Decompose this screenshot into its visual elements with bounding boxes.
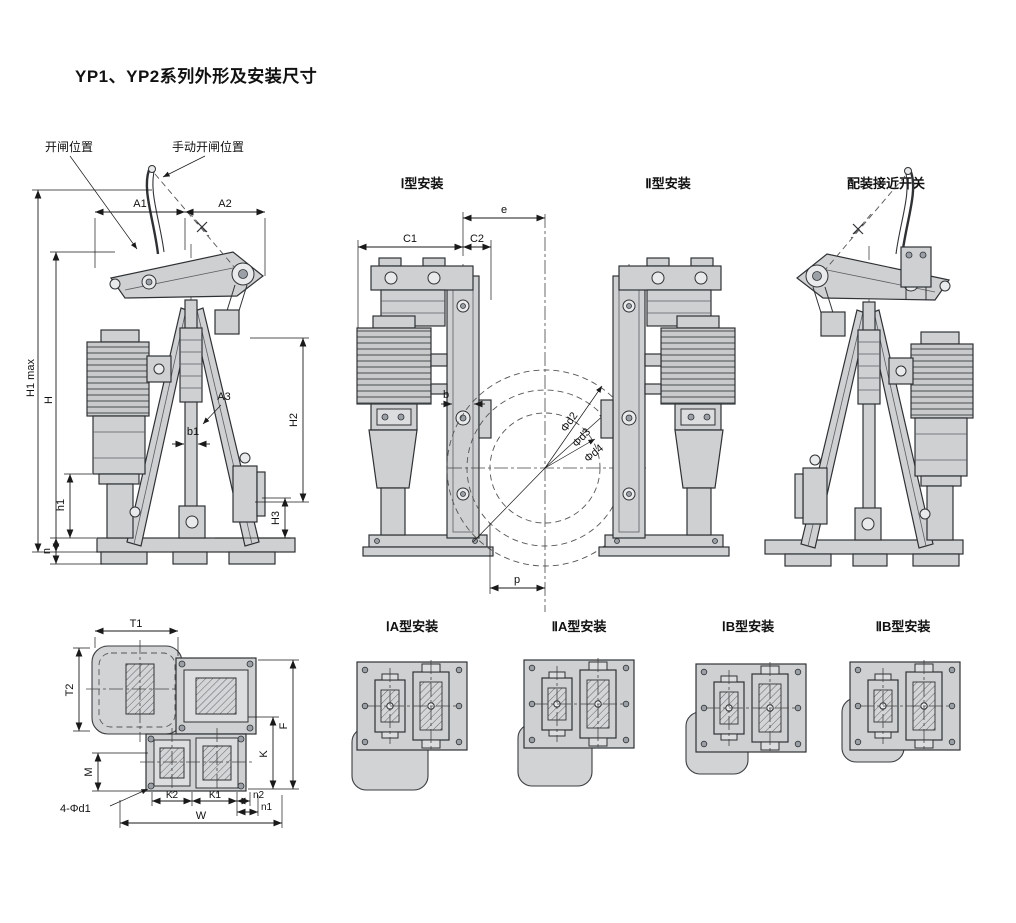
dim-label-k1: K1 (209, 790, 222, 801)
mount-view-iib: ⅡB型安装 (841, 619, 961, 763)
dim-label-n2: n2 (253, 790, 265, 801)
dim-label-h3: H3 (270, 511, 282, 525)
dim-label-b1: b1 (187, 426, 199, 438)
dim-label-w: W (196, 810, 207, 822)
callout-open-position: 开闸位置 (45, 139, 93, 154)
dim-label-a3: A3 (217, 391, 230, 403)
dim-label-h1max: H1 max (25, 359, 37, 397)
plan-view-dimensions: T1 T2 F K M 4-Φd1 (60, 618, 299, 828)
dim-label-h1-small: h1 (55, 499, 67, 511)
dim-label-a1: A1 (133, 198, 146, 210)
mount-view-iia: ⅡA型安装 (517, 619, 635, 787)
dim-label-k2: K2 (166, 790, 179, 801)
dim-label-n1: n1 (261, 802, 273, 813)
mount-label-ia: ⅠA型安装 (386, 619, 438, 634)
type1-install-view: Ⅰ型安装 C1 C2 e b (356, 176, 545, 557)
dim-label-c1: C1 (403, 233, 417, 245)
type2-install-view: Ⅱ型安装 (598, 176, 736, 557)
dim-label-f: F (278, 722, 290, 729)
type1-label: Ⅰ型安装 (401, 176, 444, 191)
dim-label-p: p (514, 574, 520, 586)
mount-view-ib: ⅠB型安装 (685, 619, 807, 775)
mount-view-ia: ⅠA型安装 (351, 619, 468, 791)
dim-label-c2: C2 (470, 233, 484, 245)
proximity-switch (900, 246, 932, 300)
dim-label-h: H (43, 396, 55, 404)
mount-label-iib: ⅡB型安装 (876, 619, 931, 634)
proximity-switch-view: 配装接近开关 (763, 166, 975, 570)
type2-label: Ⅱ型安装 (645, 176, 690, 191)
dim-label-b: b (443, 389, 449, 401)
dim-label-h2: H2 (288, 413, 300, 427)
proximity-label: 配装接近开关 (847, 176, 925, 191)
main-side-view (85, 164, 297, 568)
dim-label-t1: T1 (130, 618, 143, 630)
callout-manual-open-position: 手动开闸位置 (172, 139, 244, 154)
mount-label-iia: ⅡA型安装 (552, 619, 607, 634)
dim-label-d3: Φd3 (570, 426, 593, 450)
dim-label-holes: 4-Φd1 (60, 803, 91, 815)
page-title: YP1、YP2系列外形及安装尺寸 (75, 67, 318, 86)
dim-label-k: K (258, 750, 270, 758)
dim-label-t2: T2 (64, 684, 76, 697)
main-side-view-dimensions: 开闸位置 手动开闸位置 A1 A2 H1 max H h1 n (25, 139, 309, 565)
dim-label-d4: Φd4 (582, 442, 606, 465)
dim-label-n: n (41, 548, 53, 554)
dim-label-m: M (83, 767, 95, 776)
mount-label-ib: ⅠB型安装 (722, 619, 774, 634)
dim-label-a2: A2 (218, 198, 231, 210)
dim-label-e: e (501, 204, 507, 216)
plan-view (86, 640, 257, 798)
